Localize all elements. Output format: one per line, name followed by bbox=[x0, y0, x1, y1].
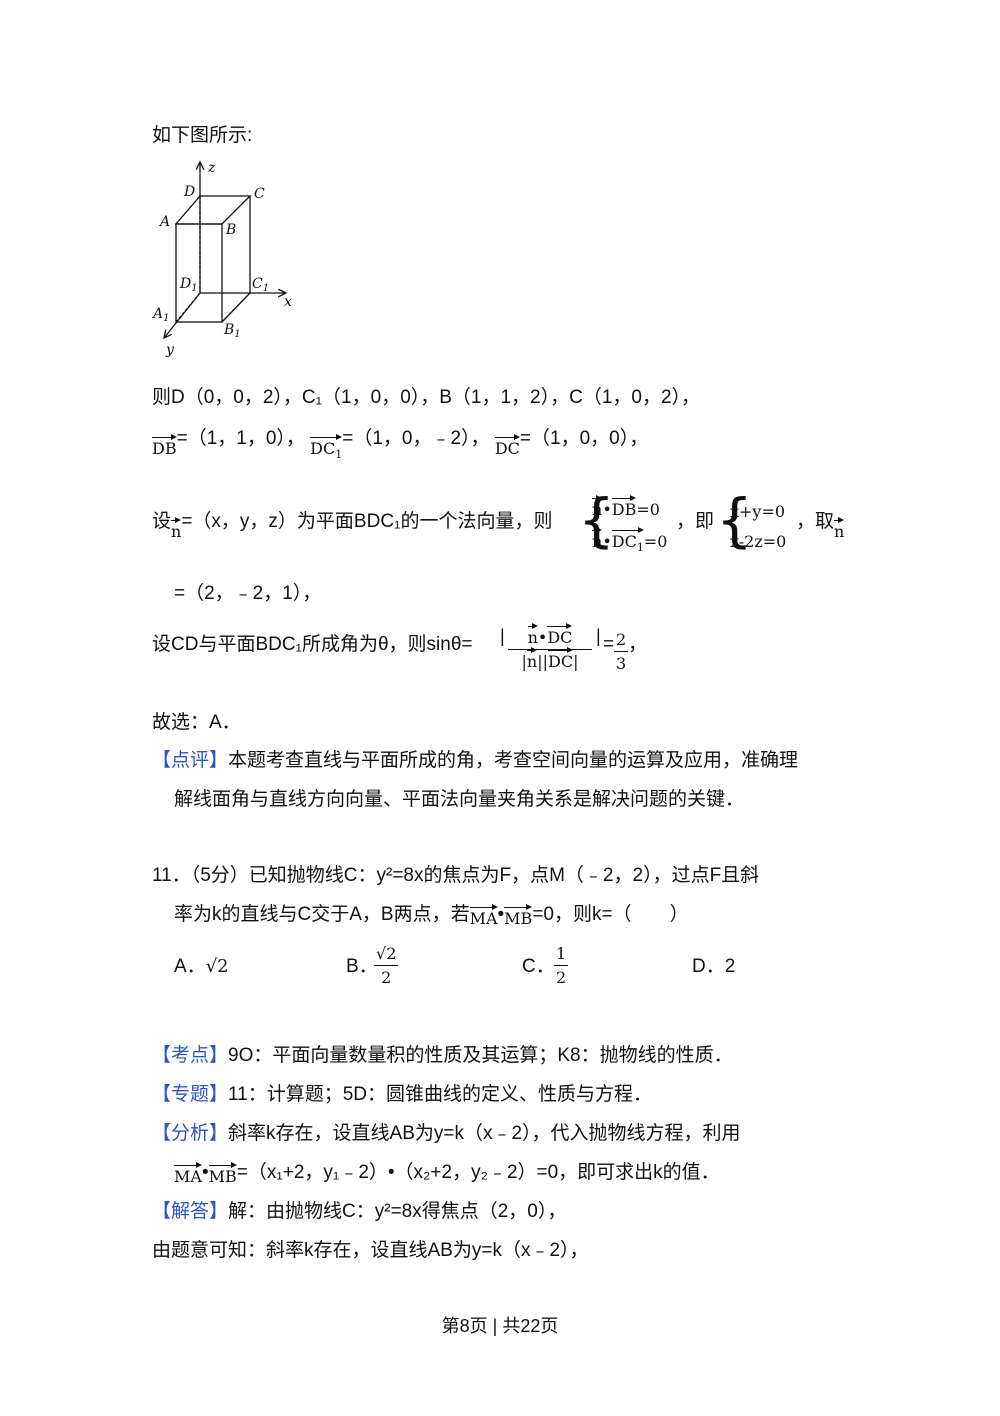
abs-bar-left: | bbox=[500, 626, 505, 646]
cuboid-figure: z x y D C A B D1 C1 A1 B1 bbox=[151, 160, 292, 358]
label-B1: B1 bbox=[223, 322, 241, 340]
kaodian-line: 【考点】9O：平面向量数量积的性质及其运算；K8：抛物线的性质． bbox=[152, 1045, 733, 1066]
review-line-2: 解线面角与直线方向向量、平面法向量夹角关系是解决问题的关键． bbox=[174, 789, 745, 810]
zhuanti-tag: 【专题】 bbox=[152, 1084, 229, 1105]
sin-line: 设CD与平面BDC₁所成角为θ，则sinθ= bbox=[152, 634, 473, 655]
fenxi-tag: 【分析】 bbox=[152, 1123, 229, 1144]
vector-n: n bbox=[171, 517, 182, 541]
system2-eq-2: x-2z=0 bbox=[730, 532, 787, 551]
system-eq-2: n•DC1=0 bbox=[592, 527, 668, 554]
vector-dc: DC bbox=[494, 434, 520, 458]
jieda-tag: 【解答】 bbox=[152, 1201, 229, 1222]
option-d: D．2 bbox=[692, 956, 736, 977]
label-C: C bbox=[254, 186, 265, 202]
kaodian-tag: 【考点】 bbox=[152, 1045, 229, 1066]
option-b-value: √2 2 bbox=[374, 944, 399, 987]
zhuanti-line: 【专题】11：计算题；5D：圆锥曲线的定义、性质与方程． bbox=[152, 1084, 653, 1105]
n-value-line: =（2，﹣2，1）， bbox=[174, 583, 322, 604]
label-D: D bbox=[183, 184, 195, 200]
review-line-1: 【点评】本题考查直线与平面所成的角，考查空间向量的运算及应用，准确理 bbox=[152, 750, 799, 771]
system-eq-1: n•DB=0 bbox=[592, 495, 660, 519]
page-footer: 第8页 | 共22页 bbox=[441, 1316, 559, 1336]
qu-text: ，取n bbox=[796, 511, 845, 541]
q11-line-1: 11．（5分）已知抛物线C：y²=8x的焦点为F，点M（﹣2，2），过点F且斜 bbox=[152, 865, 760, 886]
label-A: A bbox=[158, 214, 170, 230]
last-line: 由题意可知：斜率k存在，设直线AB为y=k（x﹣2）， bbox=[152, 1240, 589, 1261]
sin-tail: ， bbox=[628, 634, 648, 655]
system2-eq-1: x+y=0 bbox=[730, 502, 786, 521]
vectors-line: DB=（1，1，0）， DC1=（1，0，﹣2）， DC=（1，0，0）， bbox=[152, 428, 649, 461]
option-a: A．√2 bbox=[174, 956, 229, 977]
label-B: B bbox=[225, 222, 236, 238]
vector-db: DB bbox=[152, 434, 177, 458]
ji-text: ，即 bbox=[676, 511, 715, 532]
fenxi-line-2: MA•MB=（x₁+2，y₁﹣2）•（x₂+2，y₂﹣2）=0，即可求出k的值． bbox=[174, 1162, 720, 1186]
intro-text: 如下图所示: bbox=[152, 125, 253, 146]
system-brace-2: { bbox=[716, 486, 753, 554]
sin-eq: = bbox=[603, 634, 615, 655]
option-b-label: B． bbox=[346, 956, 378, 977]
review-tag: 【点评】 bbox=[152, 750, 229, 771]
normal-line-text: 设n=（x，y，z）为平面BDC₁的一个法向量，则 bbox=[152, 511, 553, 541]
label-y: y bbox=[165, 342, 175, 358]
label-z: z bbox=[207, 160, 216, 176]
option-c-value: 1 2 bbox=[554, 944, 569, 987]
label-D1: D1 bbox=[179, 276, 198, 294]
label-x: x bbox=[284, 294, 292, 310]
label-A1: A1 bbox=[151, 306, 170, 324]
abs-bar-right: | bbox=[596, 626, 601, 646]
coords-line: 则D（0，0，2），C₁（1，0，0），B（1，1，2），C（1，0，2）， bbox=[152, 387, 701, 408]
sin-fraction: n•DC |n||DC| bbox=[508, 623, 592, 671]
label-C1: C1 bbox=[252, 276, 269, 294]
sin-result: 2 3 bbox=[614, 630, 629, 673]
vector-dc1: DC1 bbox=[310, 434, 343, 461]
option-c-label: C． bbox=[522, 956, 555, 977]
fenxi-line-1: 【分析】斜率k存在，设直线AB为y=k（x﹣2），代入抛物线方程，利用 bbox=[152, 1123, 741, 1144]
q11-line-2: 率为k的直线与C交于A，B两点，若MA•MB=0，则k=（ ） bbox=[174, 904, 689, 928]
jieda-line: 【解答】解：由抛物线C：y²=8x得焦点（2，0）， bbox=[152, 1201, 567, 1222]
answer-line: 故选：A． bbox=[152, 712, 241, 733]
